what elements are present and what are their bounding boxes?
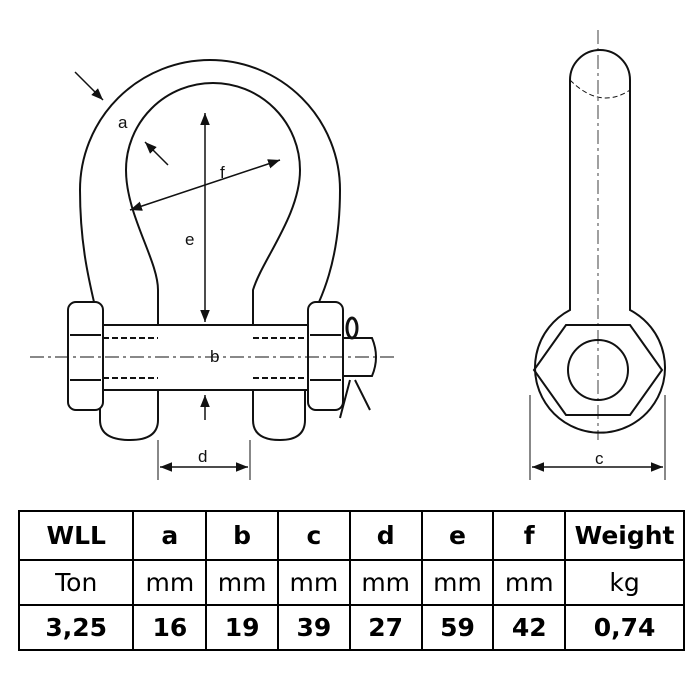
dim-label-e: e — [185, 230, 194, 249]
table-units-row: Ton mm mm mm mm mm mm kg — [17, 559, 685, 606]
value-cell: 42 — [492, 604, 567, 651]
header-cell: c — [277, 510, 351, 561]
header-cell: b — [205, 510, 280, 561]
unit-cell: kg — [564, 559, 685, 606]
dim-label-d: d — [198, 447, 207, 466]
left-nut — [67, 301, 104, 411]
unit-cell: mm — [492, 559, 567, 606]
dim-label-f: f — [220, 163, 225, 182]
dim-label-b: b — [210, 347, 219, 366]
unit-cell: mm — [348, 559, 423, 606]
value-cell: 16 — [132, 604, 208, 651]
dim-label-a: a — [118, 113, 128, 132]
shackle-drawing: a b c d e f — [30, 30, 666, 480]
right-nut — [307, 301, 344, 411]
value-cell: 19 — [205, 604, 280, 651]
header-cell: Weight — [564, 510, 685, 561]
header-cell: f — [492, 510, 567, 561]
side-view-shackle — [534, 49, 666, 434]
table-header-row: WLL a b c d e f Weight — [17, 510, 685, 561]
unit-cell: mm — [205, 559, 280, 606]
cotter-pin — [345, 316, 359, 340]
value-cell: 3,25 — [17, 604, 135, 651]
header-cell: WLL — [17, 510, 135, 561]
table-values-row: 3,25 16 19 39 27 59 42 0,74 — [17, 604, 685, 651]
unit-cell: mm — [420, 559, 495, 606]
value-cell: 59 — [420, 604, 495, 651]
value-cell: 0,74 — [564, 604, 685, 651]
unit-cell: mm — [277, 559, 351, 606]
spec-table: WLL a b c d e f Weight Ton mm mm mm mm m… — [17, 510, 685, 651]
value-cell: 27 — [348, 604, 423, 651]
dim-label-c: c — [595, 449, 604, 468]
header-cell: a — [132, 510, 208, 561]
unit-cell: Ton — [17, 559, 135, 606]
unit-cell: mm — [132, 559, 208, 606]
header-cell: d — [348, 510, 423, 561]
header-cell: e — [420, 510, 495, 561]
side-view-nut — [532, 324, 664, 416]
value-cell: 39 — [277, 604, 351, 651]
